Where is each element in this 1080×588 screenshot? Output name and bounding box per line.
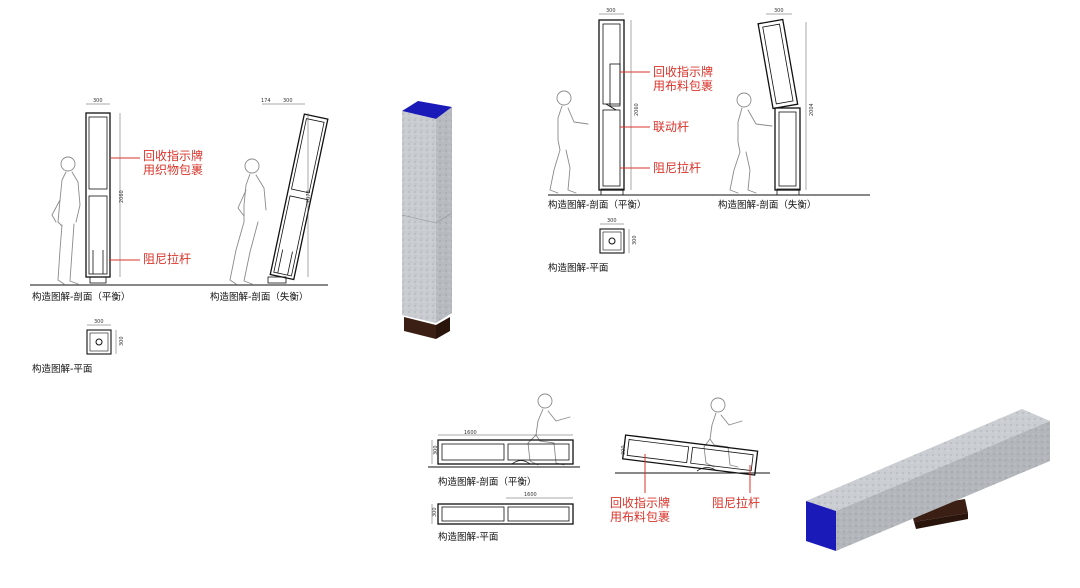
- dim-plan-w-b: 300: [607, 218, 617, 224]
- bench-section-tilted: [621, 434, 759, 476]
- label-cover-c: 回收指示牌 用布料包裹: [610, 495, 674, 524]
- label-cover-b: 回收指示牌 用布料包裹: [653, 64, 717, 93]
- dim-length-c1: 1600: [464, 430, 477, 436]
- dim-height-a2: 2078: [306, 190, 312, 203]
- dim-height-c-tilt: 300: [621, 445, 627, 455]
- plan-view-b: [599, 223, 630, 254]
- human-figure-pushing: [729, 92, 773, 194]
- label-cover-a-l2: 用织物包裹: [143, 162, 203, 177]
- render-vertical-post-svg: [401, 101, 453, 339]
- dim-plan-h-c: 300: [432, 507, 438, 517]
- bench-section-balanced: [428, 434, 580, 468]
- human-figure-standing: [51, 156, 81, 285]
- human-figure-seated-tilt: [703, 397, 743, 468]
- caption-section-balance-a: 构造图解-剖面（平衡）: [32, 291, 130, 303]
- human-figure-leaning: [229, 158, 267, 285]
- dim-length-c2: 1600: [524, 492, 537, 498]
- post-front-face: [402, 111, 436, 323]
- panel-c-drawing: 1600 300 构造图解-剖面（平衡） 1600 300 构造图解-平面: [428, 393, 770, 543]
- label-cover-c-l1: 回收指示牌: [610, 495, 670, 510]
- panel-b-linked-sign: 300 2060 回收指示牌 用布料包裹 联动杆 阻尼拉杆: [540, 0, 880, 280]
- label-damper-c: 阻尼拉杆: [712, 495, 760, 510]
- caption-plan-b: 构造图解-平面: [548, 262, 608, 274]
- label-damper-a: 阻尼拉杆: [143, 251, 191, 266]
- label-cover-a-l1: 回收指示牌: [143, 148, 203, 163]
- post-base-front: [404, 317, 436, 339]
- bench-top-face: [806, 409, 1050, 511]
- render-vertical-post: [390, 95, 470, 345]
- bench-base-front: [910, 499, 968, 522]
- sign-unbalanced-a: [269, 113, 329, 281]
- panel-c-bench: 1600 300 构造图解-剖面（平衡） 1600 300 构造图解-平面: [420, 385, 800, 545]
- bench-plan-view: [431, 497, 574, 525]
- sign-balanced-b: [598, 13, 632, 196]
- bench-base-side: [914, 513, 968, 529]
- dim-width-a2: 300: [283, 98, 293, 104]
- panel-a-drawing: 300 2060 回收指示牌 用织物包裹 阻尼拉杆: [30, 98, 329, 375]
- label-damper-b: 阻尼拉杆: [653, 160, 701, 175]
- caption-section-unbalance-a: 构造图解-剖面（失衡）: [210, 291, 308, 303]
- caption-section-unbalance-b: 构造图解-剖面（失衡）: [718, 199, 816, 211]
- dim-width-a1: 300: [93, 98, 103, 104]
- sign-balanced-a: [85, 103, 121, 284]
- render-horizontal-bench-svg: [806, 409, 1050, 551]
- label-cover-b-l1: 回收指示牌: [653, 64, 713, 79]
- human-figure-seated: [527, 393, 571, 466]
- label-cover-a-line1: 回收指示牌 用织物包裹: [143, 148, 207, 177]
- dim-offset-a2: 174: [261, 98, 271, 104]
- label-link-b: 联动杆: [653, 120, 689, 134]
- caption-plan-a: 构造图解-平面: [32, 363, 92, 375]
- post-side-face: [436, 107, 452, 323]
- sign-unbalanced-b: [757, 13, 807, 196]
- bench-front-face: [836, 421, 1050, 551]
- bench-end-face: [806, 501, 836, 551]
- dim-plan-h-a: 300: [119, 336, 125, 346]
- dim-width-b1: 300: [606, 8, 616, 14]
- dim-plan-w-a: 300: [94, 319, 104, 325]
- caption-section-balance-b: 构造图解-剖面（平衡）: [548, 199, 646, 211]
- caption-section-balance-c: 构造图解-剖面（平衡）: [438, 476, 536, 488]
- label-cover-c-l2: 用布料包裹: [610, 509, 670, 524]
- plan-view-a: [86, 324, 117, 355]
- post-base-side: [436, 317, 450, 339]
- dim-plan-h-b: 300: [632, 235, 638, 245]
- caption-plan-c: 构造图解-平面: [438, 531, 498, 543]
- dim-height-a1: 2060: [119, 190, 125, 203]
- post-top-face: [402, 101, 452, 119]
- dim-height-c1: 300: [433, 445, 439, 455]
- dim-width-b2: 300: [774, 8, 784, 14]
- dim-height-b1: 2060: [634, 103, 640, 116]
- human-figure-walking: [549, 90, 589, 194]
- dim-height-b2: 2004: [809, 103, 815, 116]
- label-cover-b-l2: 用布料包裹: [653, 78, 713, 93]
- render-horizontal-bench: [800, 405, 1060, 555]
- panel-a-vertical-sign: 300 2060 回收指示牌 用织物包裹 阻尼拉杆: [0, 0, 330, 380]
- panel-b-drawing: 300 2060 回收指示牌 用布料包裹 联动杆 阻尼拉杆: [548, 8, 870, 274]
